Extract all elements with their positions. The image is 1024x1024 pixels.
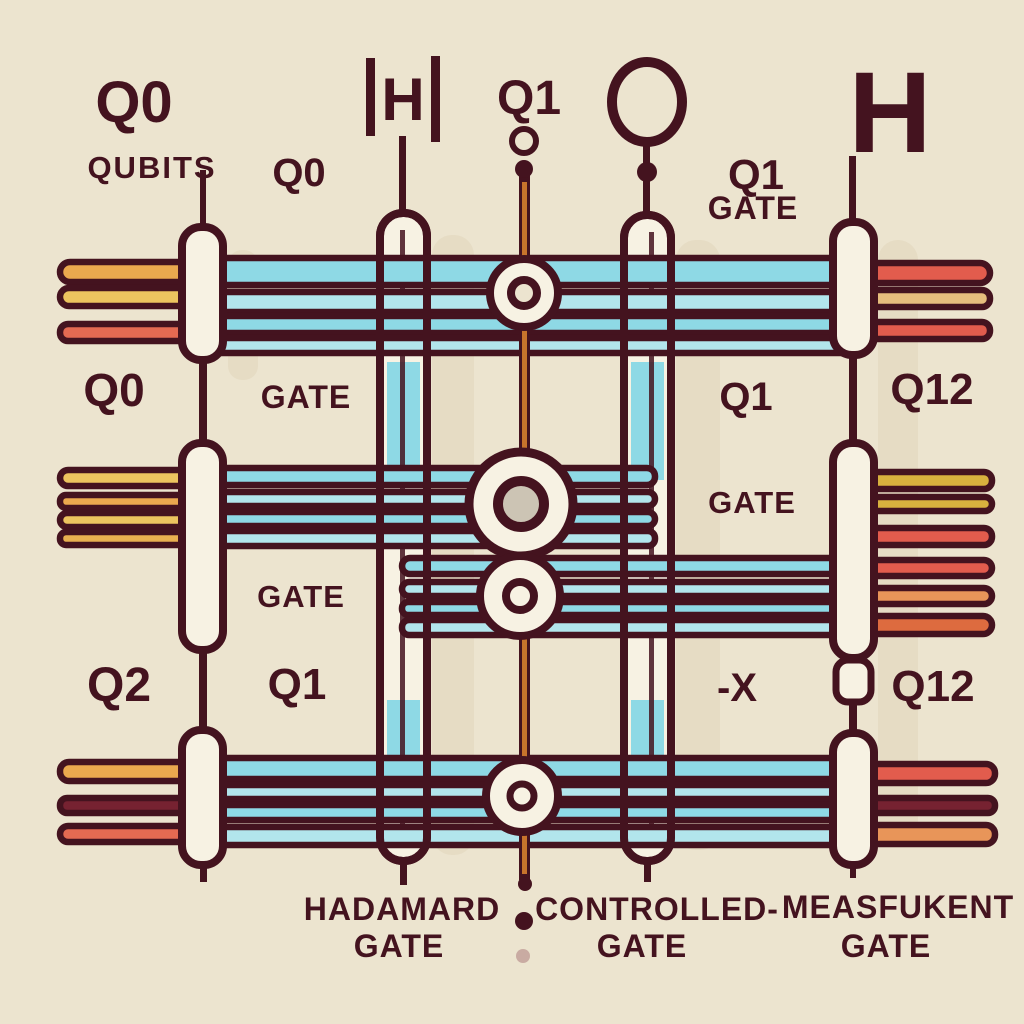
labels: Q0 QUBITS Q0 H Q1 Q1 GATE H Q0 GATE Q1 Q…: [83, 49, 1014, 964]
wire-strip: [398, 554, 865, 578]
label-qubits: QUBITS: [87, 150, 216, 185]
label-mid-q2: Q2: [87, 659, 151, 712]
label-row2-gate-left: GATE: [257, 579, 345, 614]
control-ring-symbol: [607, 57, 687, 147]
label-ket-h: H: [381, 66, 424, 133]
control-circles: [464, 255, 578, 963]
left-column-connector: [199, 645, 207, 735]
control-line-dot: [515, 160, 533, 178]
controlled-column-tail: [644, 858, 651, 882]
gate-bar-measure-row3: [829, 729, 878, 869]
ket-bar-left: [366, 58, 375, 136]
label-row1-gate: GATE: [261, 379, 352, 415]
label-q1-top: Q1: [497, 72, 561, 125]
control-line-end-drop: [518, 877, 532, 891]
label-mid-minus-x: -X: [717, 666, 757, 710]
measure-column-connector: [849, 350, 857, 447]
target-circle-row2-large-inner: [493, 476, 549, 532]
label-controlled-gate-line2: GATE: [597, 928, 688, 964]
control-line-ring-dot: [509, 126, 539, 156]
shadow-col-controlled: [676, 240, 720, 850]
gate-bar-left-row3: [178, 726, 227, 869]
target-circle-row2-small-inner: [502, 578, 538, 614]
target-circle-row1-inner: [507, 276, 541, 310]
label-mid-q12: Q12: [891, 662, 974, 711]
control-line-faded-dot: [516, 949, 530, 963]
controlled-column-dot: [637, 162, 657, 182]
label-q1-gate-line2: GATE: [708, 190, 799, 226]
gate-bar-left-row1: [178, 223, 227, 364]
wire-strip: [398, 616, 865, 639]
label-row1-q12: Q12: [890, 365, 973, 414]
wire-strip: [398, 578, 865, 600]
label-measurement-gate-line1: MEASFUKENT: [782, 889, 1014, 925]
gate-bar-measure-node: [832, 656, 875, 706]
label-q1-gate-line1: Q1: [728, 151, 784, 198]
gate-bar-measure-row1: [829, 218, 878, 359]
gate-bar-measure-row2: [829, 439, 878, 662]
ket-bar-right: [431, 56, 440, 142]
label-measurement-gate-line2: GATE: [841, 928, 932, 964]
hadamard-column-tail: [400, 858, 407, 885]
hadamard-column-stem: [399, 136, 406, 216]
label-row1-q1: Q1: [719, 375, 772, 419]
label-h-large: H: [848, 49, 931, 177]
label-mid-q1: Q1: [268, 660, 327, 709]
gate-bars: [178, 218, 878, 869]
left-column-tail: [200, 862, 207, 882]
label-hadamard-gate-line1: HADAMARD: [304, 891, 500, 927]
label-q0-secondary: Q0: [272, 151, 325, 195]
measure-column-tail: [850, 862, 856, 878]
gate-bar-left-row2: [178, 439, 227, 654]
left-column-stem: [200, 170, 206, 232]
control-line-bottom-dot: [515, 912, 533, 930]
label-row1-q0: Q0: [83, 364, 144, 416]
left-column-connector: [199, 355, 207, 447]
wire-strip: [398, 598, 865, 619]
target-circle-row3-inner: [506, 780, 538, 812]
label-row2-gate-right: GATE: [708, 485, 796, 520]
measure-column-stem: [849, 156, 856, 226]
label-q0-main: Q0: [95, 70, 172, 135]
label-hadamard-gate-line2: GATE: [354, 928, 445, 964]
label-controlled-gate-line1: CONTROLLED-: [535, 891, 779, 927]
controlled-column-cyan-segment: [631, 362, 664, 480]
connectors: [199, 56, 857, 885]
